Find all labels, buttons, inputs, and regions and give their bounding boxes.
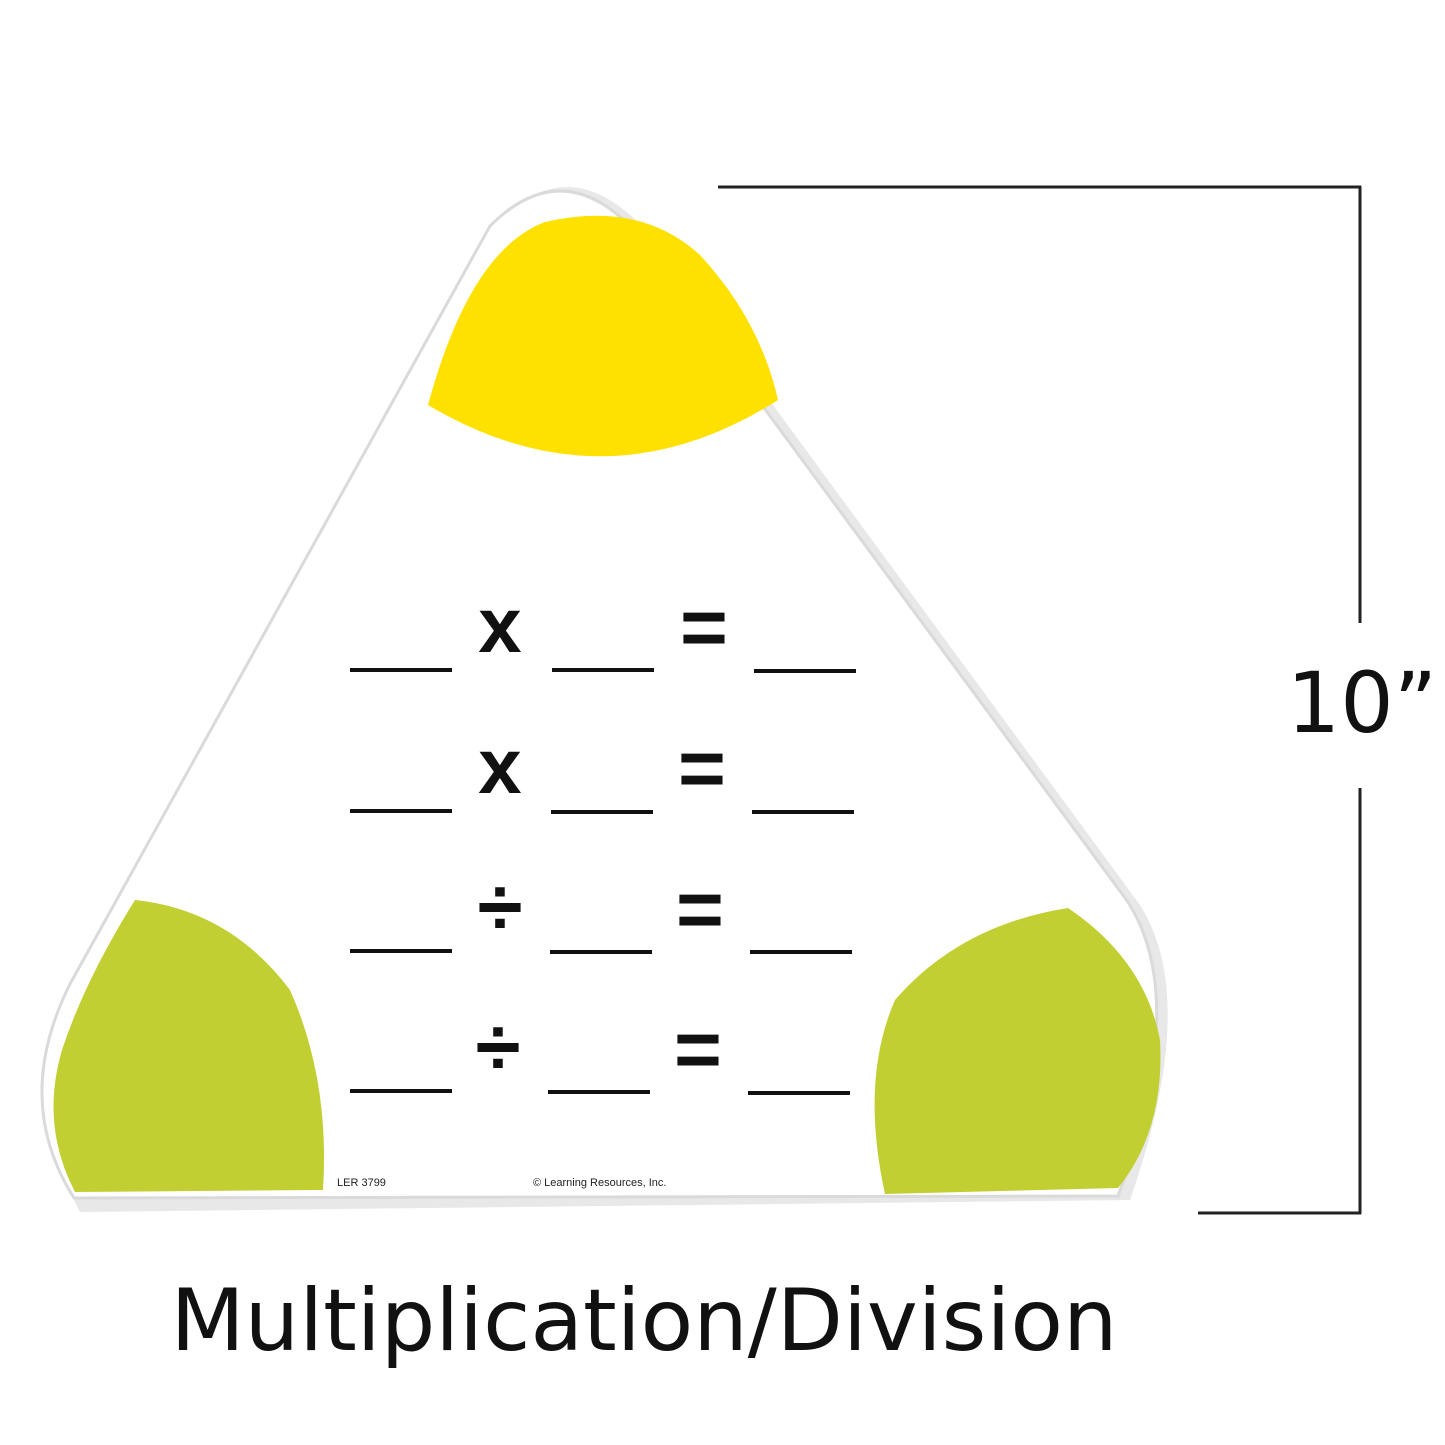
operator-sign: x xyxy=(478,581,521,669)
equation-row-4: ÷ = xyxy=(350,1002,850,1095)
product-caption: Multiplication/Division xyxy=(170,1271,1117,1371)
equation-row-3: ÷ = xyxy=(350,862,852,955)
height-dimension-label: 10” xyxy=(1287,654,1437,752)
equals-sign: = xyxy=(680,582,728,673)
bottom-right-corner-green xyxy=(874,908,1161,1194)
product-code: LER 3799 xyxy=(337,1177,386,1189)
operator-sign: ÷ xyxy=(477,862,522,953)
equation-row-2: x = xyxy=(350,722,854,814)
copyright-text: © Learning Resources, Inc. xyxy=(533,1177,666,1189)
equals-sign: = xyxy=(678,723,726,814)
top-corner-yellow xyxy=(428,215,778,457)
operator-sign: ÷ xyxy=(475,1002,520,1093)
equation-row-1: x = xyxy=(350,581,856,673)
height-dimension-bracket xyxy=(718,185,1362,1215)
equals-sign: = xyxy=(676,864,724,955)
equals-sign: = xyxy=(674,1004,722,1095)
operator-sign: x xyxy=(478,722,521,810)
bottom-left-corner-green xyxy=(53,900,325,1192)
